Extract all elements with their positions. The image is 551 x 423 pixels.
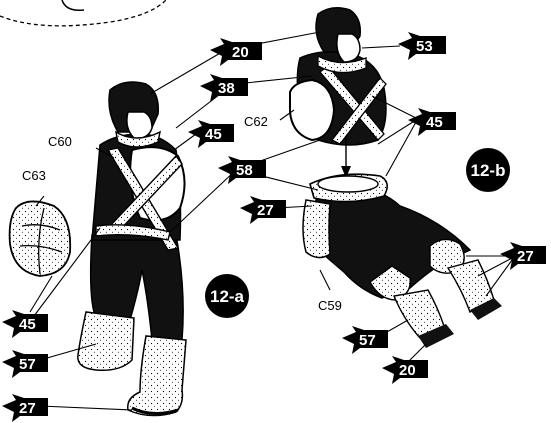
callout-38: 38: [200, 74, 248, 102]
chest-plate-c62: [290, 80, 334, 140]
svg-text:27: 27: [19, 400, 36, 417]
previous-step-bubble: [0, 0, 166, 26]
svg-text:58: 58: [236, 162, 253, 179]
callout-45-left: 45: [2, 310, 48, 338]
label-c62: C62: [244, 114, 268, 129]
svg-text:20: 20: [232, 44, 249, 61]
svg-text:12-b: 12-b: [471, 161, 506, 180]
left-boot: [78, 312, 134, 370]
callout-20-top: 20: [210, 38, 262, 66]
bubble-detail: [62, 0, 84, 10]
callout-53: 53: [398, 32, 446, 60]
label-c60: C60: [48, 134, 72, 149]
callout-27-left: 27: [2, 394, 48, 422]
part-c63-pack: [10, 201, 71, 276]
callout-57-left: 57: [2, 350, 48, 378]
step-badge-12b: 12-b: [466, 148, 510, 192]
svg-text:38: 38: [218, 80, 235, 97]
face: [127, 112, 152, 138]
callout-45-a: 45: [188, 120, 234, 148]
callout-27-right: 27: [500, 242, 546, 270]
callout-45-b: 45: [408, 108, 456, 136]
svg-text:57: 57: [19, 356, 36, 373]
label-c59: C59: [318, 298, 342, 313]
right-boot: [128, 336, 186, 416]
svg-text:12-a: 12-a: [210, 287, 245, 306]
svg-text:45: 45: [426, 114, 443, 131]
figure-standing: [78, 82, 186, 416]
step-badge-12a: 12-a: [205, 274, 249, 318]
svg-text:27: 27: [517, 248, 534, 265]
callout-27-mid: 27: [240, 196, 286, 224]
svg-text:27: 27: [257, 202, 274, 219]
svg-text:45: 45: [19, 316, 36, 333]
svg-text:20: 20: [399, 362, 416, 379]
svg-text:57: 57: [359, 332, 376, 349]
svg-text:53: 53: [416, 38, 433, 55]
callout-57-right: 57: [342, 326, 388, 354]
label-c63: C63: [22, 168, 46, 183]
hip-piece-c59: [303, 200, 330, 258]
callout-20-bottom: 20: [382, 356, 428, 384]
svg-text:45: 45: [205, 126, 222, 143]
